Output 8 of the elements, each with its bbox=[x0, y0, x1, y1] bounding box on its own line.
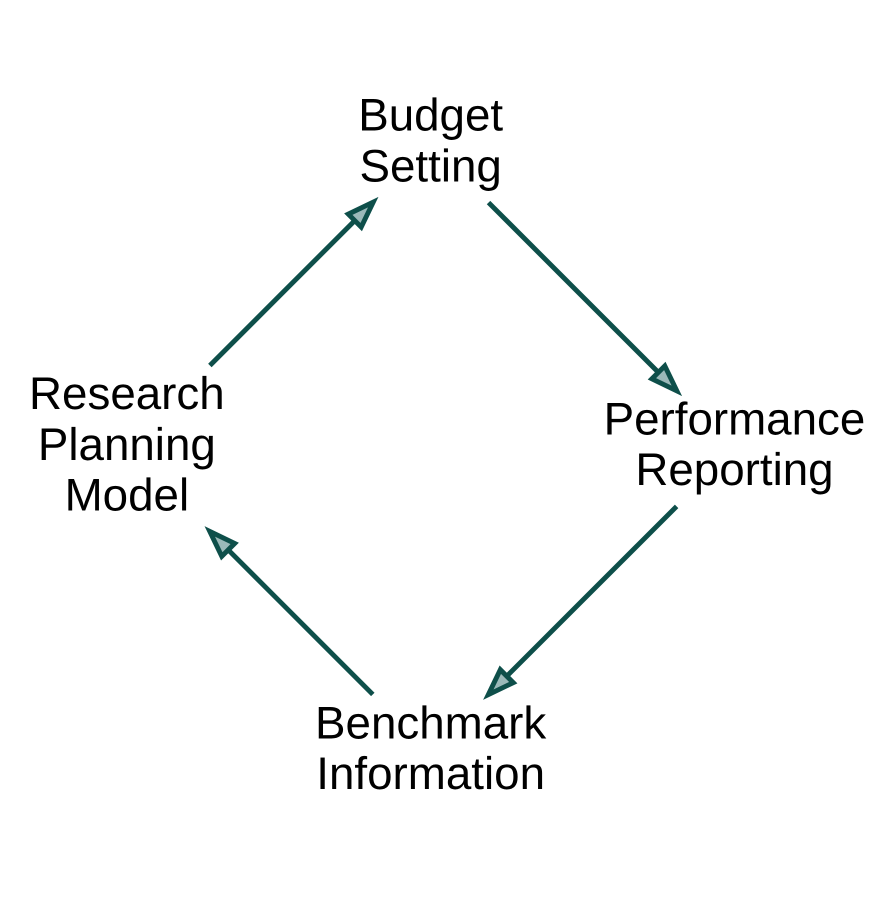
node-text: Performance Reporting bbox=[604, 393, 866, 496]
arrow bbox=[208, 196, 378, 368]
arrow bbox=[486, 200, 682, 396]
arrow bbox=[204, 526, 375, 696]
node-text: Budget Setting bbox=[358, 90, 504, 192]
node-text: Research Planning Model bbox=[29, 368, 225, 520]
arrow bbox=[483, 504, 678, 700]
node-text: Benchmark Information bbox=[315, 697, 546, 799]
